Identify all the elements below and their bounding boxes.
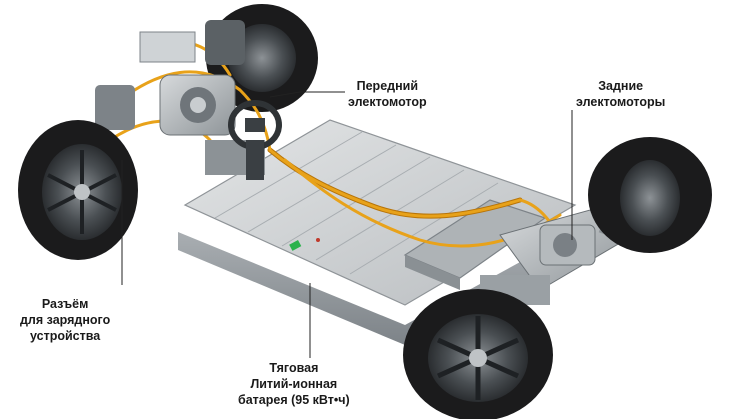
label-battery-line3: батарея (95 кВт•ч) xyxy=(238,393,350,407)
label-front-motor-line1: Передний xyxy=(356,79,419,93)
front-right-wheel xyxy=(403,289,553,419)
label-rear-motors: Задние электомоторы xyxy=(576,78,665,110)
label-rear-motors-line2: электомоторы xyxy=(576,95,666,109)
label-charge-port: Разъём для зарядного устройства xyxy=(20,296,110,344)
label-charge-port-line3: устройства xyxy=(30,329,101,343)
label-charge-port-line1: Разъём xyxy=(41,297,89,311)
battery-status-light xyxy=(289,240,302,251)
label-front-motor-line2: электомотор xyxy=(348,95,427,109)
label-charge-port-line2: для зарядного xyxy=(20,313,111,327)
label-battery-line2: Литий-ионная xyxy=(250,377,338,391)
leader-front-motor xyxy=(269,91,345,98)
label-rear-motors-line1: Задние xyxy=(598,79,644,93)
rear-right-wheel xyxy=(588,137,712,253)
front-left-wheel xyxy=(18,120,138,260)
label-battery: Тяговая Литий-ионная батарея (95 кВт•ч) xyxy=(238,360,350,408)
leader-lines xyxy=(121,91,573,358)
steering-wheel xyxy=(228,100,282,180)
label-front-motor: Передний электомотор xyxy=(348,78,427,110)
label-battery-line1: Тяговая xyxy=(269,361,319,375)
